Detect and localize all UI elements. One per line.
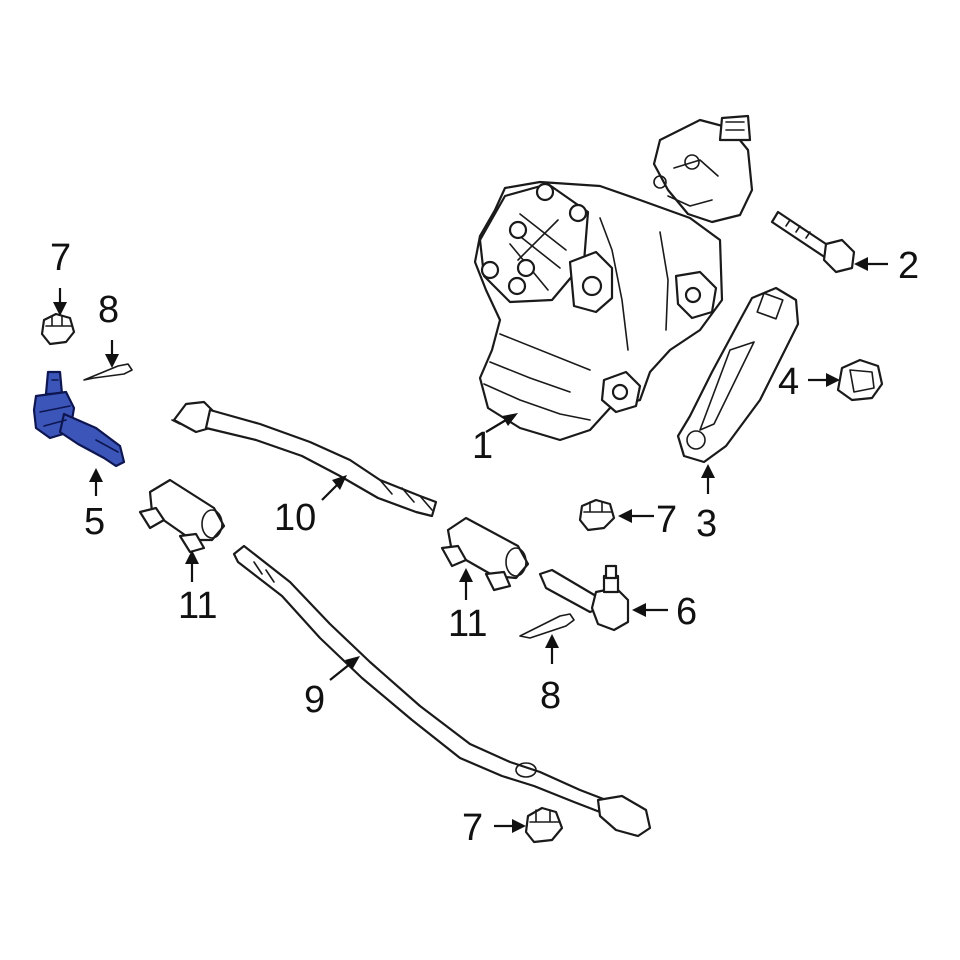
- castle-nut: [578, 498, 616, 532]
- callout-6: 6: [676, 591, 697, 633]
- tie-rod-end-highlighted: [32, 370, 126, 468]
- callout-9: 9: [304, 679, 325, 721]
- callout-8-top-left: 8: [98, 289, 119, 331]
- adjusting-sleeve: [138, 478, 226, 554]
- pitman-arm: [676, 286, 800, 464]
- callout-7-mid-right: 7: [656, 499, 677, 541]
- callout-10: 10: [274, 497, 316, 539]
- leader-arrows: [53, 257, 888, 833]
- drag-link: [232, 544, 652, 838]
- callout-7-top-left: 7: [50, 237, 71, 279]
- callout-7-bottom: 7: [462, 807, 483, 849]
- adjusting-sleeve: [440, 516, 530, 592]
- callout-3: 3: [696, 503, 717, 545]
- cotter-pin: [519, 613, 575, 639]
- callout-11-left: 11: [178, 585, 217, 627]
- castle-nut: [40, 312, 76, 346]
- callout-2: 2: [898, 245, 919, 287]
- callout-11-right: 11: [448, 603, 487, 645]
- nut: [836, 358, 884, 402]
- cotter-pin: [83, 363, 133, 381]
- callout-1: 1: [472, 425, 493, 467]
- callout-5: 5: [84, 501, 105, 543]
- tie-rod-end: [538, 564, 630, 632]
- callout-8-bottom: 8: [540, 675, 561, 717]
- bolt: [770, 210, 856, 274]
- callout-4: 4: [778, 361, 799, 403]
- castle-nut: [524, 806, 564, 844]
- steering-gear: [473, 114, 754, 442]
- tie-rod: [171, 400, 438, 518]
